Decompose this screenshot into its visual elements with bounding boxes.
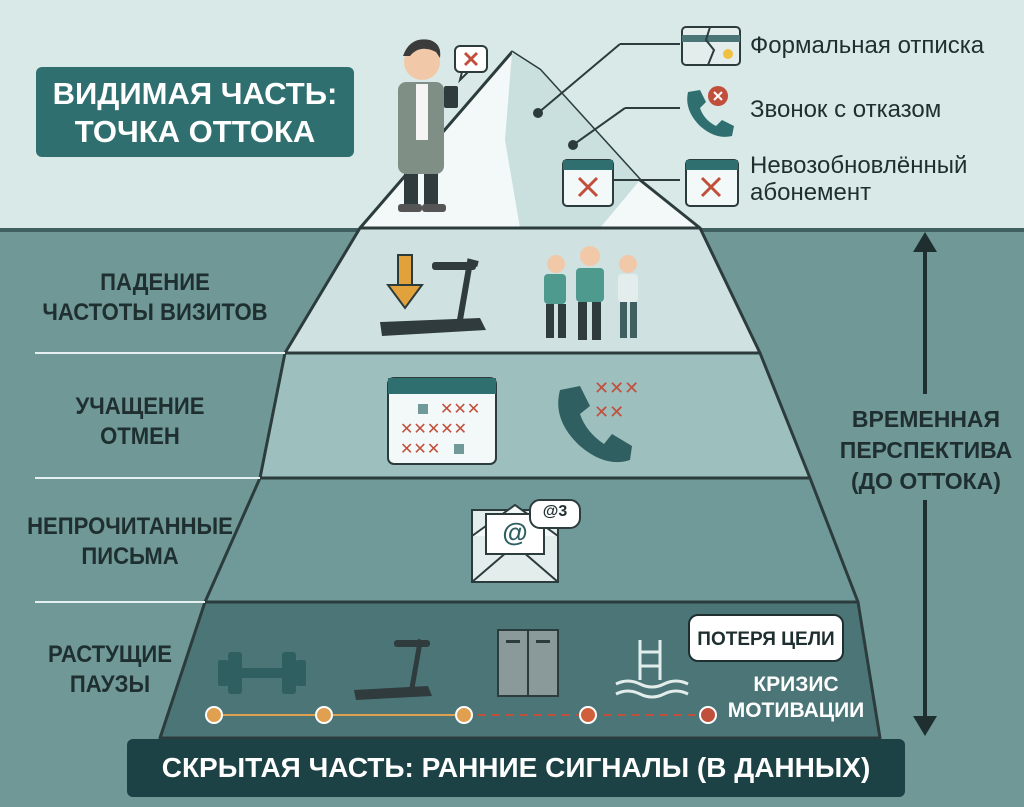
timeline-dot [699, 706, 717, 724]
down-arrow-icon [386, 254, 424, 310]
calendar-x-icon [685, 159, 739, 207]
calendar-x-on-iceberg-icon [562, 159, 614, 207]
time-axis-arrow [913, 232, 937, 736]
timeline-dot [455, 706, 473, 724]
motivation-crisis-label: КРИЗИС МОТИВАЦИИ [727, 673, 865, 722]
goal-loss-bubble: ПОТЕРЯ ЦЕЛИ [688, 614, 844, 662]
phone-cancel-icon [687, 86, 734, 137]
svg-text:✕✕✕: ✕✕✕ [400, 439, 440, 458]
iceberg-layer-1 [283, 226, 762, 355]
treadmill-small-icon [354, 638, 432, 700]
visible-title-line1: ВИДИМАЯ ЧАСТЬ: [52, 76, 338, 111]
alert-bubble-icon [454, 45, 488, 84]
callout-not-renewed: Невозобновлённый абонемент [750, 152, 968, 206]
cancelled-card-icon [681, 26, 741, 66]
visible-title-line2: ТОЧКА ОТТОКА [74, 114, 316, 149]
time-perspective-label: ВРЕМЕННАЯ ПЕРСПЕКТИВА (ДО ОТТОКА) [839, 406, 1013, 494]
svg-text:✕✕: ✕✕ [594, 402, 624, 423]
svg-text:✕✕✕✕✕: ✕✕✕✕✕ [400, 419, 467, 438]
callout-formal-unsubscribe: Формальная отписка [750, 32, 985, 59]
timeline-dot [579, 706, 597, 724]
layer-label-growing-pauses: РАСТУЩИЕ ПАУЗЫ [48, 641, 172, 698]
email-badge-bubble-icon [529, 499, 581, 529]
iceberg-layer-2 [258, 351, 812, 480]
sad-person-icon [398, 39, 458, 212]
visible-part-title: ВИДИМАЯ ЧАСТЬ: ТОЧКА ОТТОКА [36, 67, 354, 157]
treadmill-icon [380, 258, 486, 336]
calendar-cancellations-icon: ✕✕✕ ✕✕✕✕✕ ✕✕✕ [387, 377, 497, 465]
layer-label-visit-frequency: ПАДЕНИЕ ЧАСТОТЫ ВИЗИТОВ [42, 269, 268, 326]
pool-icon [615, 640, 689, 699]
dumbbell-icon [218, 652, 306, 694]
timeline-dot [315, 706, 333, 724]
svg-text:✕✕✕: ✕✕✕ [440, 399, 480, 418]
svg-text:✕✕✕: ✕✕✕ [594, 378, 639, 399]
timeline-dot [205, 706, 223, 724]
callout-refusal-call: Звонок с отказом [750, 96, 942, 123]
decline-timeline [205, 706, 717, 724]
phone-many-cancels-icon: ✕✕✕ ✕✕ [558, 378, 639, 463]
hidden-part-banner: СКРЫТАЯ ЧАСТЬ: РАННИЕ СИГНАЛЫ (В ДАННЫХ) [127, 739, 905, 797]
group-of-people-icon [544, 246, 638, 340]
email-unread-badge: @3 [542, 503, 568, 520]
lockers-icon [497, 629, 559, 697]
email-at-sign: @ [502, 517, 528, 547]
layer-label-cancellations: УЧАЩЕНИЕ ОТМЕН [75, 393, 205, 450]
layer-label-unread-emails: НЕПРОЧИТАННЫЕ ПИСЬМА [27, 513, 233, 570]
